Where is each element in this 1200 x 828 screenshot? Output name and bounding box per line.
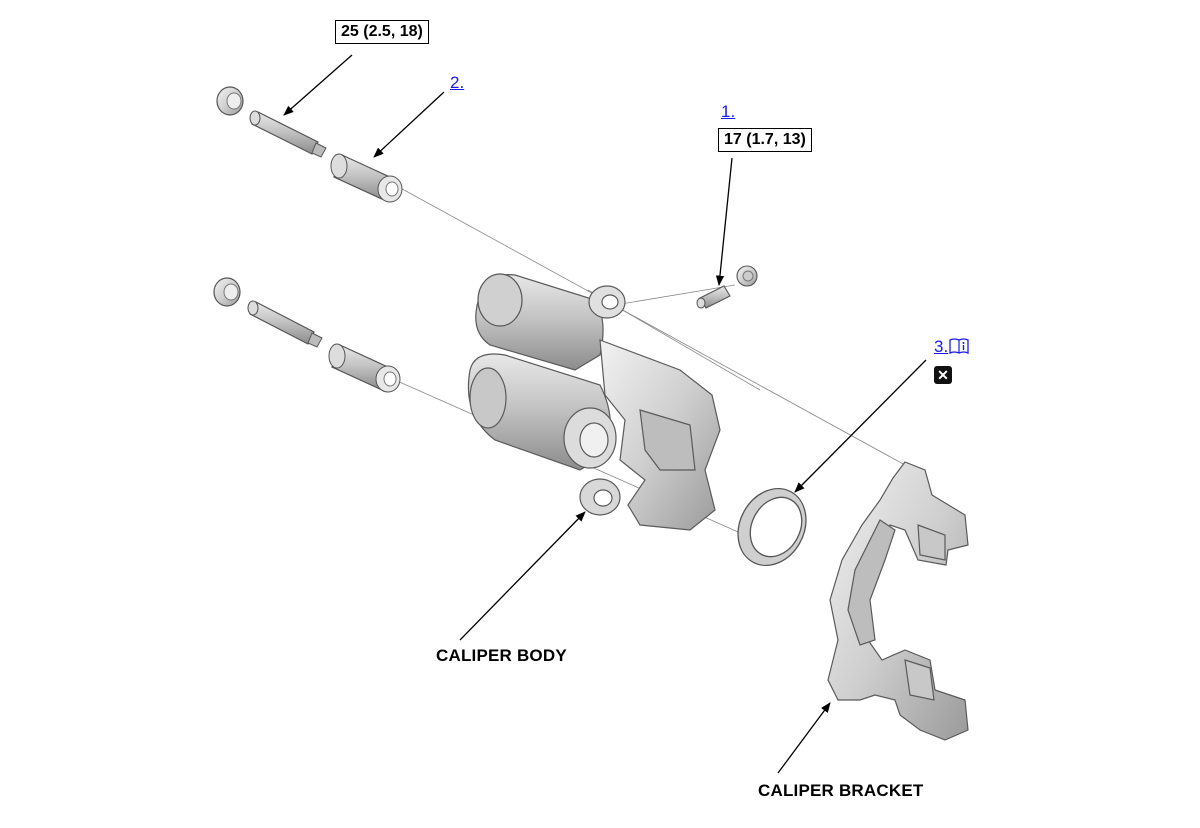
leader-bleeder [715,157,733,287]
callout-link-seal-text: 3. [934,337,949,356]
leader-arrows [283,54,927,774]
callout-link-boot[interactable]: 2. [450,73,465,92]
lower-slide-pin [247,300,323,348]
callout-link-bleeder[interactable]: 1. [721,102,736,121]
label-caliper-bracket: CALIPER BRACKET [758,781,924,800]
caliper-body [467,273,721,531]
leader-boot [373,91,445,158]
caliper-bracket [827,461,969,741]
upper-boot [330,153,403,203]
callout-link-seal[interactable]: 3. [934,337,969,357]
lower-boot [328,343,401,393]
book-info-icon[interactable] [949,337,969,355]
bleeder-screw [696,285,731,309]
lower-pin-cap [213,277,241,307]
bleeder-cap [736,265,758,287]
upper-pin-cap [216,86,244,116]
torque-spec-slide-pin: 25 (2.5, 18) [335,20,429,44]
leader-caliper-bracket [777,702,831,774]
label-caliper-body: CALIPER BODY [436,646,567,665]
close-icon[interactable]: ✕ [934,366,952,384]
torque-spec-bleeder: 17 (1.7, 13) [718,128,812,152]
piston-seal [737,487,807,567]
upper-slide-pin [249,110,327,158]
leader-seal [794,359,927,493]
leader-caliper-body [459,511,586,641]
leader-slide-pin-torque [283,54,353,116]
